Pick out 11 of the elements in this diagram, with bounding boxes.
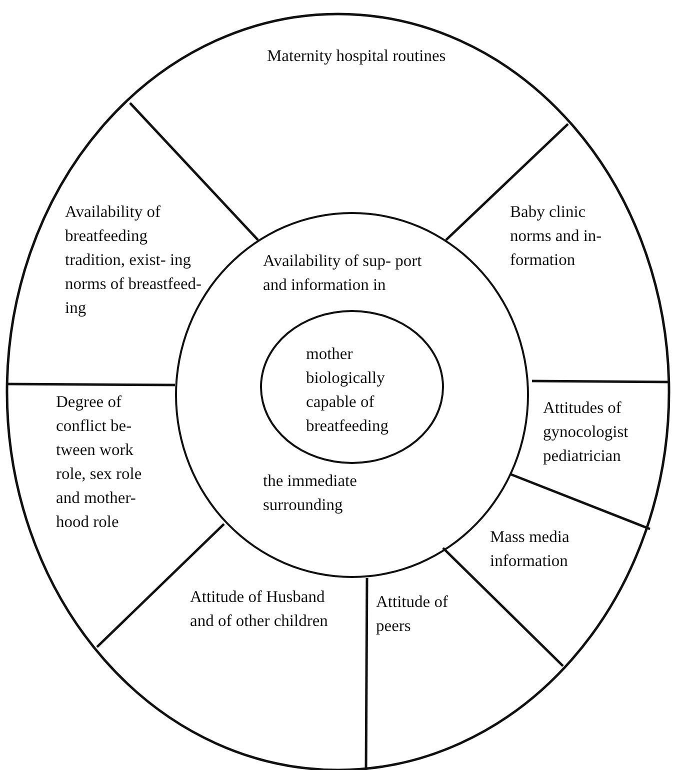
sector-label: Baby clinic norms and in- formation [510,200,628,272]
sector-label: Availability of breatfeeding tradition, exist- ing norms of breastfeed- ing [65,200,207,320]
ring-label: Availability of sup- port and information in [263,250,423,296]
center-circle: mother biologically capable of breatfeeding [260,310,444,464]
sector-label: Maternity hospital routines [267,44,457,68]
sector-label: Attitude of peers [376,590,456,638]
sector-label: Degree of conflict be- tween work role, sex role and mother- hood role [56,390,164,534]
sector-label: Attitudes of gynocologist pediatrician [543,396,668,468]
ring-label: the immediate surrounding [263,470,358,516]
sector-label: Attitude of Husband and of other children [190,585,340,633]
sector-label: Mass media information [490,525,610,573]
